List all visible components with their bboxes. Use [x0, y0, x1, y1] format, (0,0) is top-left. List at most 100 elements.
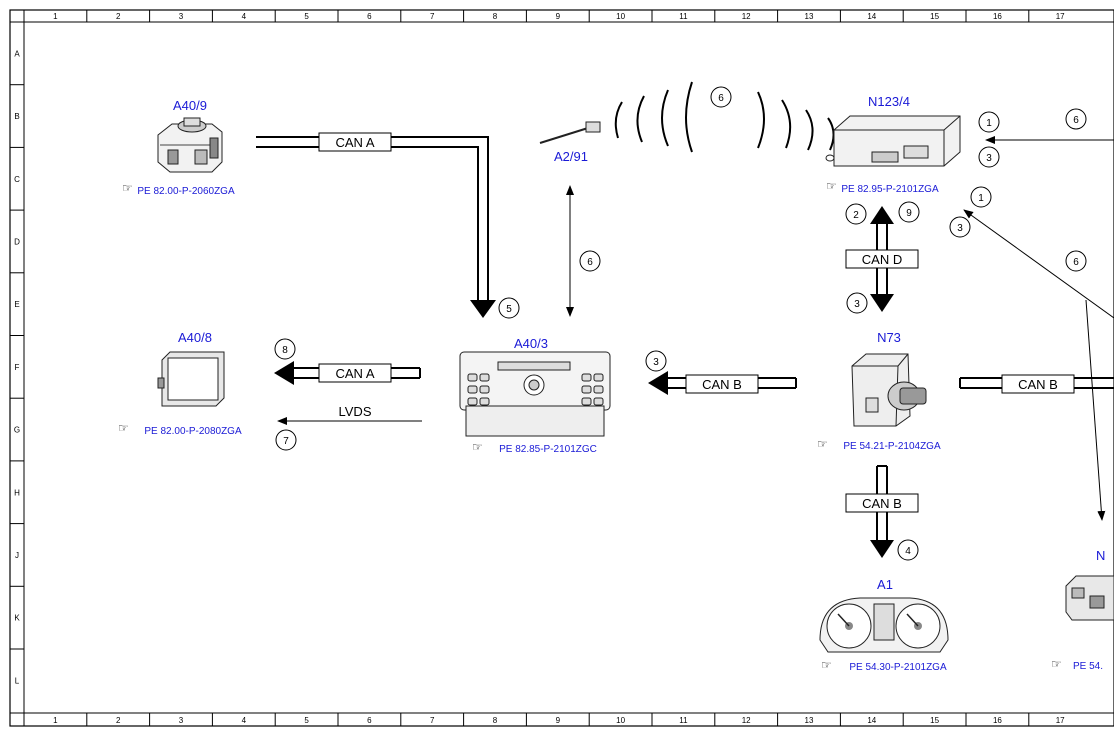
head-unit-button: [593, 385, 604, 394]
grid-row-label: B: [14, 112, 19, 121]
bus-can-b-right: CAN B: [959, 299, 1114, 521]
grid-column-label: 6: [367, 716, 372, 725]
grid-column-label: 7: [430, 716, 435, 725]
grid-row-label: H: [14, 488, 20, 497]
grid-row-label: J: [15, 551, 19, 560]
grid-column-label: 10: [616, 716, 625, 725]
grid-column-label: 7: [430, 12, 435, 21]
bus-can-b-down: CAN B: [845, 465, 919, 558]
grid-row-label: E: [14, 300, 19, 309]
svg-text:3: 3: [957, 223, 963, 234]
grid-row-label: C: [14, 175, 20, 184]
partial-n-reference[interactable]: PE 54.: [1073, 661, 1103, 672]
callout-8: 8: [274, 338, 296, 360]
callout-6-top: 6: [1065, 108, 1087, 130]
grid-column-label: 12: [742, 716, 751, 725]
bus-can-a-top: CAN A: [256, 132, 496, 318]
grid-column-label: 2: [116, 12, 121, 21]
n123-4-reference[interactable]: PE 82.95-P-2101ZGA: [841, 184, 939, 195]
can-b-down-label: CAN B: [862, 496, 902, 511]
grid-column-label: 3: [179, 12, 184, 21]
svg-text:7: 7: [283, 436, 289, 447]
grid-column-label: 8: [493, 12, 498, 21]
grid-column-label: 17: [1056, 12, 1065, 21]
grid-column-label: 14: [867, 716, 876, 725]
a40-9-image: [157, 117, 223, 173]
head-unit-button: [593, 373, 604, 382]
callout-2: 2: [845, 203, 867, 225]
grid-column-label: 10: [616, 12, 625, 21]
callout-6-a2-91: 6: [579, 250, 601, 272]
svg-text:9: 9: [906, 208, 912, 219]
component-a40-8: A40/8 PE 82.00-P-2080ZGA ☞: [118, 330, 242, 437]
grid-column-label: 11: [679, 716, 688, 725]
grid-column-label: 9: [556, 12, 561, 21]
reference-icon: ☞: [826, 179, 837, 193]
callout-3-can-d: 3: [846, 292, 868, 314]
callout-6-diag: 6: [1065, 250, 1087, 272]
grid-column-label: 5: [304, 12, 309, 21]
n73-label: N73: [877, 330, 901, 345]
reference-icon: ☞: [817, 437, 828, 451]
grid-column-label: 16: [993, 12, 1002, 21]
reference-icon: ☞: [821, 658, 832, 672]
svg-text:6: 6: [587, 257, 593, 268]
partial-n-image: [1065, 575, 1114, 621]
a1-reference[interactable]: PE 54.30-P-2101ZGA: [849, 662, 947, 673]
n123-4-label: N123/4: [868, 94, 910, 109]
reference-icon: ☞: [118, 421, 129, 435]
a2-91-label: A2/91: [554, 149, 588, 164]
svg-text:5: 5: [506, 304, 512, 315]
svg-text:3: 3: [986, 153, 992, 164]
grid-column-label: 4: [242, 716, 247, 725]
grid-column-label: 8: [493, 716, 498, 725]
a40-9-reference[interactable]: PE 82.00-P-2060ZGA: [137, 186, 235, 197]
a40-3-image: [459, 351, 611, 437]
svg-text:6: 6: [718, 93, 724, 104]
svg-text:6: 6: [1073, 115, 1079, 126]
head-unit-button: [467, 397, 478, 406]
a40-3-reference[interactable]: PE 82.85-P-2101ZGC: [499, 444, 597, 455]
a40-8-reference[interactable]: PE 82.00-P-2080ZGA: [144, 426, 242, 437]
component-n73: N73 PE 54.21-P-2104ZGA ☞: [817, 330, 941, 452]
wireless-waves: [614, 81, 835, 153]
reference-icon: ☞: [1051, 657, 1062, 671]
head-unit-button: [479, 397, 490, 406]
a2-91-image: [539, 121, 601, 144]
bus-can-a-left: CAN A: [274, 361, 421, 385]
a40-9-label: A40/9: [173, 98, 207, 113]
frame: 1122334455667788991010111112121313141415…: [9, 9, 1114, 727]
can-b-right-label: CAN B: [1018, 377, 1058, 392]
head-unit-button: [467, 385, 478, 394]
n73-reference[interactable]: PE 54.21-P-2104ZGA: [843, 441, 941, 452]
callout-7: 7: [275, 429, 297, 451]
grid-row-label: F: [15, 363, 20, 372]
head-unit-button: [581, 397, 592, 406]
grid-column-label: 5: [304, 716, 309, 725]
callout-3-can-b: 3: [645, 350, 667, 372]
grid-row-label: A: [14, 49, 20, 58]
head-unit-button: [593, 397, 604, 406]
svg-text:3: 3: [653, 357, 659, 368]
a1-label: A1: [877, 577, 893, 592]
callout-3-top: 3: [978, 146, 1000, 168]
component-a40-9: A40/9 PE 82.00-P-2060ZGA ☞: [122, 98, 235, 197]
can-b-mid-label: CAN B: [702, 377, 742, 392]
callout-9: 9: [898, 201, 920, 223]
callout-1-diag: 1: [970, 186, 992, 208]
a1-image: [819, 597, 949, 653]
component-a1: A1 PE 54.30-P-2101ZGA ☞: [819, 577, 949, 673]
grid-column-label: 1: [53, 716, 58, 725]
component-a40-3: A40/3 PE 82.85-P-2101ZGC ☞: [459, 336, 611, 455]
reference-icon: ☞: [122, 181, 133, 195]
head-unit-button: [581, 385, 592, 394]
n73-image: [851, 353, 927, 427]
can-d-label: CAN D: [862, 252, 902, 267]
a40-8-image: [157, 351, 225, 407]
grid-column-label: 15: [930, 12, 939, 21]
grid-column-label: 12: [742, 12, 751, 21]
partial-n-label: N: [1096, 548, 1105, 563]
grid-column-label: 13: [805, 716, 814, 725]
